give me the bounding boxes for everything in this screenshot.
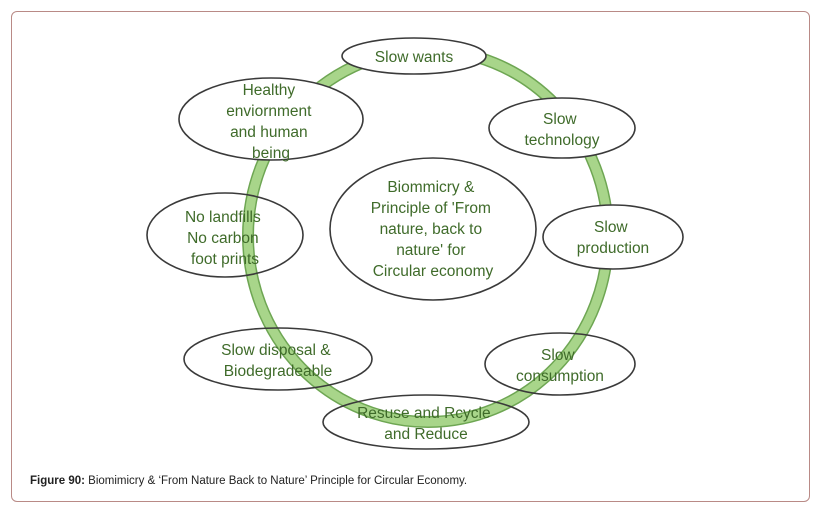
svg-text:Slow disposal & Biodegra: Slow disposal & Biodegradeable — [221, 342, 335, 380]
node-no-landfills: No landfills No carbon foot prints — [146, 192, 304, 278]
figure-frame — [11, 11, 810, 502]
circular-economy-diagram: Biommicry & Principle of 'From nature, b… — [146, 37, 684, 450]
node-healthy-environment: Healthy enviornment and human being — [178, 77, 364, 162]
center-label: Biommicry & Principle of 'From nature, b… — [371, 179, 495, 280]
node-reuse-recycle-reduce: Resuse and Rcycle and Reduce — [322, 394, 530, 450]
figure-caption-label: Figure 90: — [30, 475, 85, 487]
node-slow-wants: Slow wants — [341, 37, 487, 75]
node-slow-consumption: Slow consumption — [484, 332, 636, 396]
svg-text:Slow production: Slow production — [577, 219, 649, 257]
figure-caption-text: Biomimicry & ‘From Nature Back to Nature… — [84, 475, 468, 487]
svg-text:Resuse and Rcycle and Re: Resuse and Rcycle and Reduce — [357, 405, 495, 443]
svg-text:Slow consumption: Slow consumption — [516, 347, 604, 385]
svg-text:No landfills No carbon: No landfills No carbon foot prints — [185, 209, 265, 268]
svg-text:Healthy enviornment: Healthy enviornment and human being — [226, 82, 316, 162]
node-slow-technology: Slow technology — [488, 97, 636, 159]
center-node: Biommicry & Principle of 'From nature, b… — [329, 157, 537, 301]
svg-text:Slow technology: Slow technology — [525, 111, 600, 149]
svg-text:Slow wants: Slow wants — [375, 49, 454, 66]
figure-caption: Figure 90: Biomimicry & ‘From Nature Bac… — [30, 475, 467, 487]
node-slow-disposal: Slow disposal & Biodegradeable — [183, 327, 373, 391]
node-slow-production: Slow production — [542, 204, 684, 270]
